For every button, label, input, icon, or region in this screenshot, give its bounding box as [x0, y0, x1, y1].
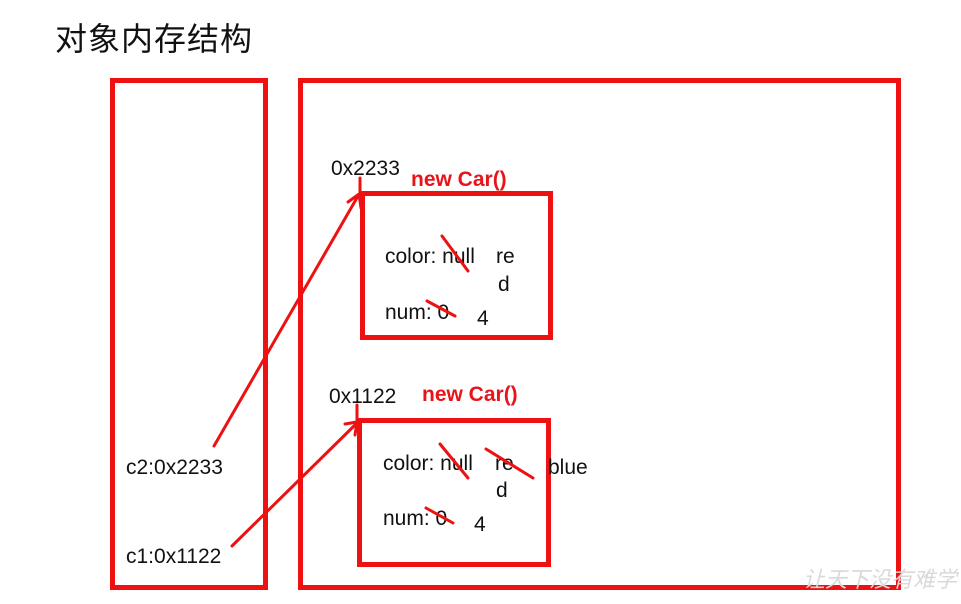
stack-var-c2: c2:0x2233	[126, 456, 223, 479]
field-color-newest-value: blue	[548, 456, 588, 479]
field-num-new-value: 4	[474, 513, 486, 536]
arrow-c2-to-0x2233	[212, 194, 360, 448]
field-num-new-value: 4	[477, 307, 489, 330]
page-title: 对象内存结构	[55, 20, 254, 58]
field-num: num: 0	[385, 301, 450, 324]
arrowhead-icon	[343, 420, 359, 437]
field-color-new-value-part2: d	[496, 479, 508, 502]
field-color-new-value-part2: d	[498, 273, 510, 296]
object-address-0x2233: 0x2233	[331, 157, 400, 180]
strike-mark-red	[484, 447, 535, 480]
object-box-car-0x1122	[357, 418, 551, 567]
heap-region	[298, 78, 901, 590]
field-num: num: 0	[383, 507, 448, 530]
arrowhead-icon	[346, 191, 363, 210]
stack-var-c1: c1:0x1122	[126, 545, 222, 568]
arrow-c1-to-0x1122	[230, 422, 358, 548]
object-label-new-car: new Car()	[422, 383, 518, 406]
strike-mark-null	[440, 234, 470, 273]
object-box-car-0x2233	[360, 191, 553, 340]
object-address-0x1122: 0x1122	[329, 385, 397, 408]
watermark-text: 让天下没有难学	[802, 568, 957, 593]
field-color-new-value-part1: re	[496, 245, 515, 268]
strike-mark-null	[438, 442, 470, 480]
object-label-new-car: new Car()	[411, 168, 507, 191]
strike-mark-zero	[424, 506, 455, 525]
strike-mark-zero	[425, 299, 457, 318]
stack-region	[110, 78, 268, 590]
